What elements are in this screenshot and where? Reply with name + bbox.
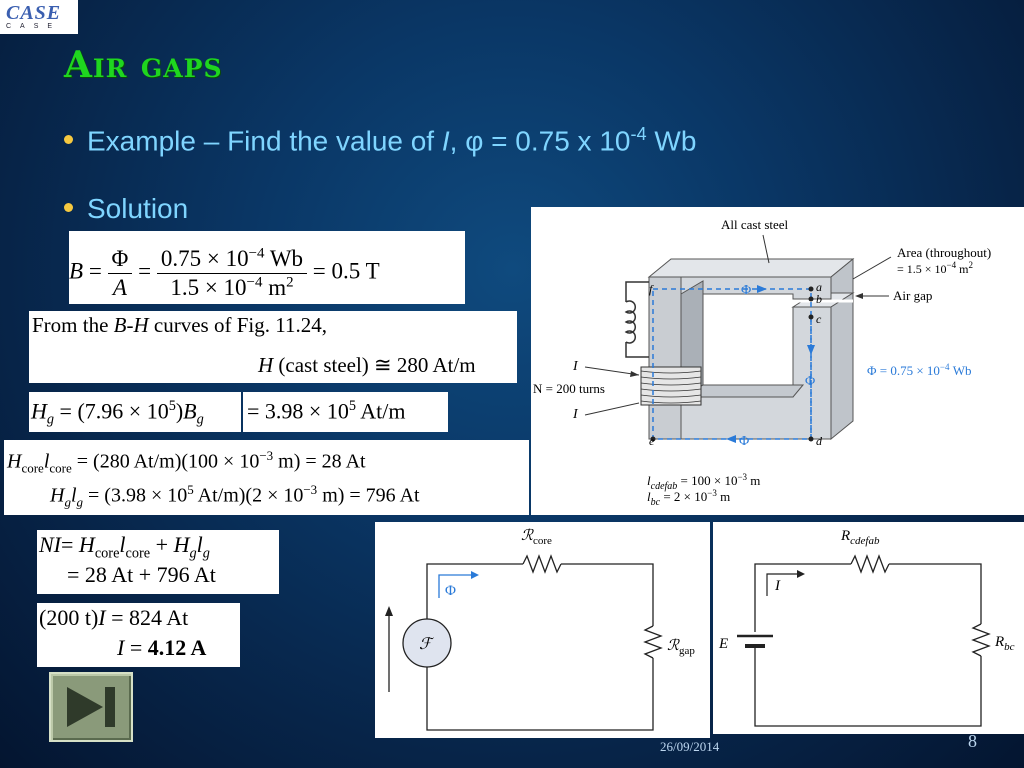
- flux-direction-icon: [471, 571, 479, 579]
- equation-bh-curve: From the B-H curves of Fig. 11.24, H (ca…: [29, 311, 517, 383]
- label-material: All cast steel: [721, 217, 789, 232]
- electric-circuit-diagram: E I Rcdefab Rbc: [713, 522, 1024, 734]
- slide-date: 26/09/2014: [660, 739, 720, 754]
- equation-ni: NI= Hcorelcore + Hglg = 28 At + 796 At: [37, 530, 279, 594]
- current-label: I: [774, 578, 781, 594]
- bullet-dot-icon: [64, 203, 73, 213]
- flux-symbol-right: Φ: [805, 374, 815, 389]
- company-logo: CASE CASE: [0, 0, 78, 34]
- resistor-cdefab-label: Rcdefab: [840, 528, 880, 547]
- flux-arrow-bottom: [726, 435, 736, 443]
- mmf-arrow-icon: [385, 606, 393, 616]
- slide-title: Air gaps: [64, 44, 223, 86]
- svg-text:c: c: [816, 312, 822, 326]
- label-flux-value: Φ = 0.75 × 10−4 Wb: [867, 362, 972, 378]
- flux-arrow-top: [757, 285, 767, 293]
- svg-text:a: a: [816, 280, 822, 294]
- flux-arrow-right: [807, 345, 815, 355]
- label-length-core: lcdefab = 100 × 10−3 m: [647, 472, 760, 492]
- label-length-gap: lbc = 2 × 10−3 m: [647, 488, 730, 508]
- bullet-dot-icon: [64, 135, 73, 145]
- svg-text:f: f: [649, 282, 654, 296]
- current-direction-icon: [797, 570, 805, 578]
- bullet-example: Example – Find the value of I, φ = 0.75 …: [64, 124, 696, 157]
- label-area: Area (throughout): [897, 245, 991, 260]
- equation-hg-part2: = 3.98 × 105 At/m: [243, 392, 448, 432]
- label-area-value: = 1.5 × 10−4 m2: [897, 260, 973, 276]
- equation-final-current: (200 t)I = 824 At I = 4.12 A: [37, 603, 240, 667]
- reluctance-gap-label: ℛgap: [667, 638, 695, 657]
- bullet-solution: Solution: [64, 193, 188, 225]
- logo-subtitle: CASE: [6, 23, 62, 30]
- resistor-bc-label: Rbc: [994, 634, 1015, 653]
- flux-label: Φ: [445, 583, 456, 599]
- core-diagram: Φ Φ Φ f a b c d e All cast steel Area (t…: [531, 207, 1024, 515]
- reluctance-core-label: ℛcore: [521, 528, 552, 547]
- voltage-source-label: E: [718, 636, 728, 652]
- label-current-top: I: [572, 359, 579, 374]
- magnetic-circuit-diagram: ℱ Φ ℛcore ℛgap: [375, 522, 710, 738]
- svg-text:b: b: [816, 292, 822, 306]
- equation-hg-part1: Hg = (7.96 × 105)Bg: [29, 392, 241, 432]
- equation-mmf-drops: Hcorelcore = (280 At/m)(100 × 10−3 m) = …: [4, 440, 529, 515]
- logo-text: CASE: [6, 2, 62, 24]
- label-air-gap: Air gap: [893, 288, 932, 303]
- label-current-bottom: I: [572, 407, 579, 422]
- slide-number: 8: [968, 731, 977, 751]
- svg-text:d: d: [816, 434, 823, 448]
- flux-symbol-bottom: Φ: [739, 434, 749, 449]
- svg-text:e: e: [649, 434, 655, 448]
- mmf-symbol: ℱ: [419, 636, 435, 653]
- skip-forward-icon: [67, 687, 115, 727]
- next-slide-button[interactable]: [49, 672, 133, 742]
- mmf-source-icon: [402, 618, 452, 668]
- label-turns: N = 200 turns: [533, 381, 605, 396]
- flux-symbol-top: Φ: [741, 283, 751, 298]
